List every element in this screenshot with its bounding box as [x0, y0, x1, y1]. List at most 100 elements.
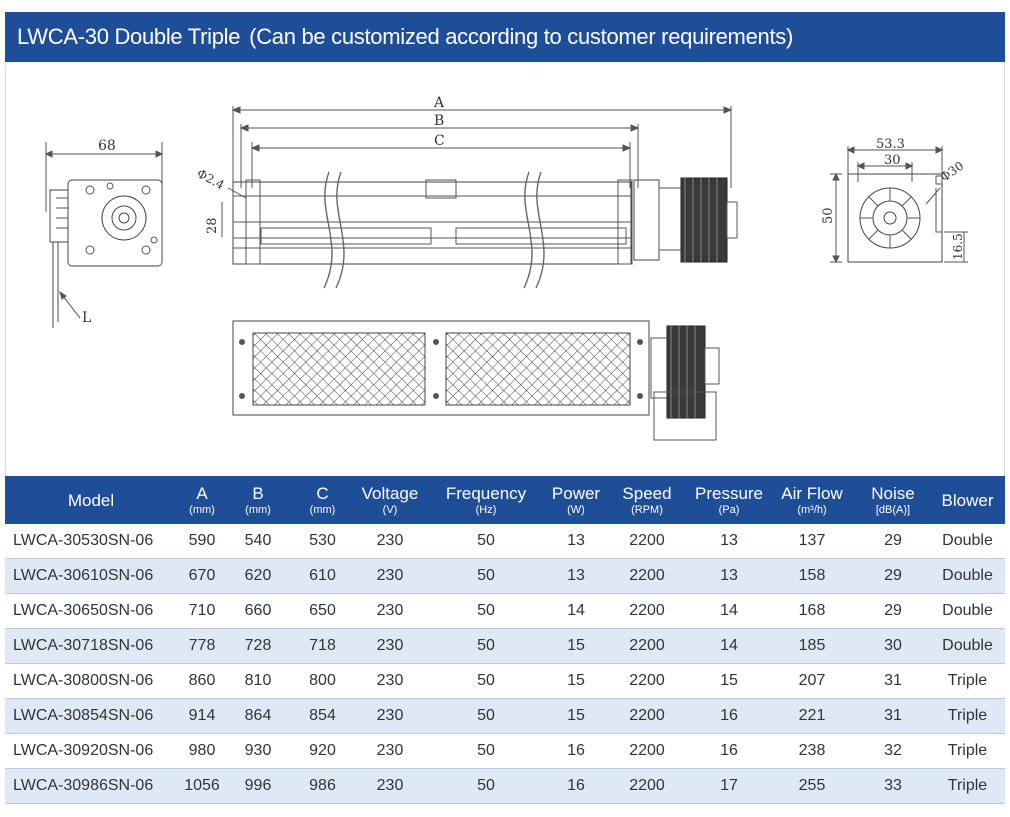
- column-header: B(mm): [227, 476, 289, 524]
- table-cell: 16: [690, 733, 768, 769]
- table-cell: 2200: [604, 593, 690, 630]
- table-cell: 50: [424, 558, 548, 595]
- table-cell: 230: [356, 698, 424, 734]
- table-cell: 15: [548, 663, 604, 699]
- table-cell: 670: [177, 558, 227, 595]
- table-cell: 230: [356, 524, 424, 560]
- table-cell: 728: [227, 628, 289, 665]
- table-cell: 238: [768, 733, 856, 769]
- table-cell: 660: [227, 593, 289, 630]
- page-title: LWCA-30 Double Triple: [17, 24, 241, 49]
- model-cell: LWCA-30610SN-06: [5, 558, 177, 595]
- column-header-label: Blower: [941, 490, 994, 510]
- table-cell: 50: [424, 733, 548, 769]
- table-cell: 13: [548, 558, 604, 595]
- column-header-unit: (V): [382, 503, 398, 516]
- page-subtitle: (Can be customized according to customer…: [249, 24, 793, 49]
- table-cell: 2200: [604, 768, 690, 804]
- table-cell: 31: [856, 698, 930, 734]
- column-header-unit: (mm): [309, 503, 336, 516]
- end-view-drawing: 53.3 30 Φ30 50 16.5: [821, 137, 968, 264]
- column-header-unit: (mm): [189, 503, 215, 516]
- dim-68-label: 68: [98, 138, 116, 154]
- column-header-unit: (m³/h): [797, 503, 827, 516]
- drawings-svg: 68 L A B: [44, 95, 968, 441]
- column-header: C(mm): [289, 476, 356, 524]
- dim-50-label: 50: [821, 207, 836, 224]
- table-cell: 137: [768, 524, 856, 560]
- column-header-label: Noise: [871, 483, 915, 503]
- table-cell: 800: [289, 663, 356, 699]
- column-header: Frequency(Hz): [424, 476, 548, 524]
- table-cell: 230: [356, 663, 424, 699]
- column-header: Speed(RPM): [604, 476, 690, 524]
- column-header: Noise[dB(A)]: [856, 476, 930, 524]
- dim-a-label: A: [433, 95, 445, 111]
- table-cell: Triple: [930, 663, 1005, 699]
- table-cell: 2200: [604, 698, 690, 734]
- table-cell: 32: [856, 733, 930, 769]
- technical-drawings: 68 L A B: [5, 62, 1005, 476]
- table-cell: 540: [227, 524, 289, 560]
- table-cell: 610: [289, 558, 356, 595]
- model-cell: LWCA-30718SN-06: [5, 628, 177, 665]
- table-cell: 1056: [177, 768, 227, 804]
- table-cell: 14: [690, 593, 768, 630]
- table-cell: 718: [289, 628, 356, 665]
- table-cell: Double: [930, 524, 1005, 560]
- dim-30-label: 30: [884, 153, 901, 168]
- table-cell: 33: [856, 768, 930, 804]
- column-header: Air Flow(m³/h): [768, 476, 856, 524]
- table-cell: 29: [856, 524, 930, 560]
- table-cell: 17: [690, 768, 768, 804]
- table-cell: 158: [768, 558, 856, 595]
- table-cell: 15: [690, 663, 768, 699]
- table-cell: 980: [177, 733, 227, 769]
- table-cell: Triple: [930, 698, 1005, 734]
- hole-dia-label: Φ2.4: [195, 166, 227, 192]
- table-cell: Double: [930, 593, 1005, 630]
- table-cell: 864: [227, 698, 289, 734]
- table-cell: 620: [227, 558, 289, 595]
- column-header-unit: (W): [567, 503, 585, 516]
- table-cell: 15: [548, 628, 604, 665]
- table-cell: 230: [356, 628, 424, 665]
- column-header: Power(W): [548, 476, 604, 524]
- table-cell: 255: [768, 768, 856, 804]
- table-cell: 14: [690, 628, 768, 665]
- table-cell: 650: [289, 593, 356, 630]
- column-header-label: A: [196, 483, 208, 503]
- column-header: Model: [5, 476, 177, 524]
- table-cell: 996: [227, 768, 289, 804]
- table-cell: 221: [768, 698, 856, 734]
- side-view-drawing: 68 L: [44, 138, 164, 328]
- dim-16-5-label: 16.5: [951, 233, 965, 260]
- column-header-label: Pressure: [694, 483, 764, 503]
- dim-b-label: B: [434, 113, 444, 129]
- column-header-unit: (RPM): [631, 503, 663, 516]
- model-cell: LWCA-30800SN-06: [5, 663, 177, 699]
- table-cell: Double: [930, 628, 1005, 665]
- table-cell: 530: [289, 524, 356, 560]
- table-cell: 14: [548, 593, 604, 630]
- table-cell: 168: [768, 593, 856, 630]
- table-cell: 230: [356, 558, 424, 595]
- column-header-label: Power: [551, 483, 601, 503]
- table-cell: 914: [177, 698, 227, 734]
- table-cell: 16: [548, 768, 604, 804]
- table-cell: 2200: [604, 524, 690, 560]
- column-header-unit: (mm): [245, 503, 271, 516]
- table-cell: 230: [356, 768, 424, 804]
- table-cell: 16: [690, 698, 768, 734]
- table-cell: 854: [289, 698, 356, 734]
- table-cell: 2200: [604, 663, 690, 699]
- table-cell: 860: [177, 663, 227, 699]
- column-header: A(mm): [177, 476, 227, 524]
